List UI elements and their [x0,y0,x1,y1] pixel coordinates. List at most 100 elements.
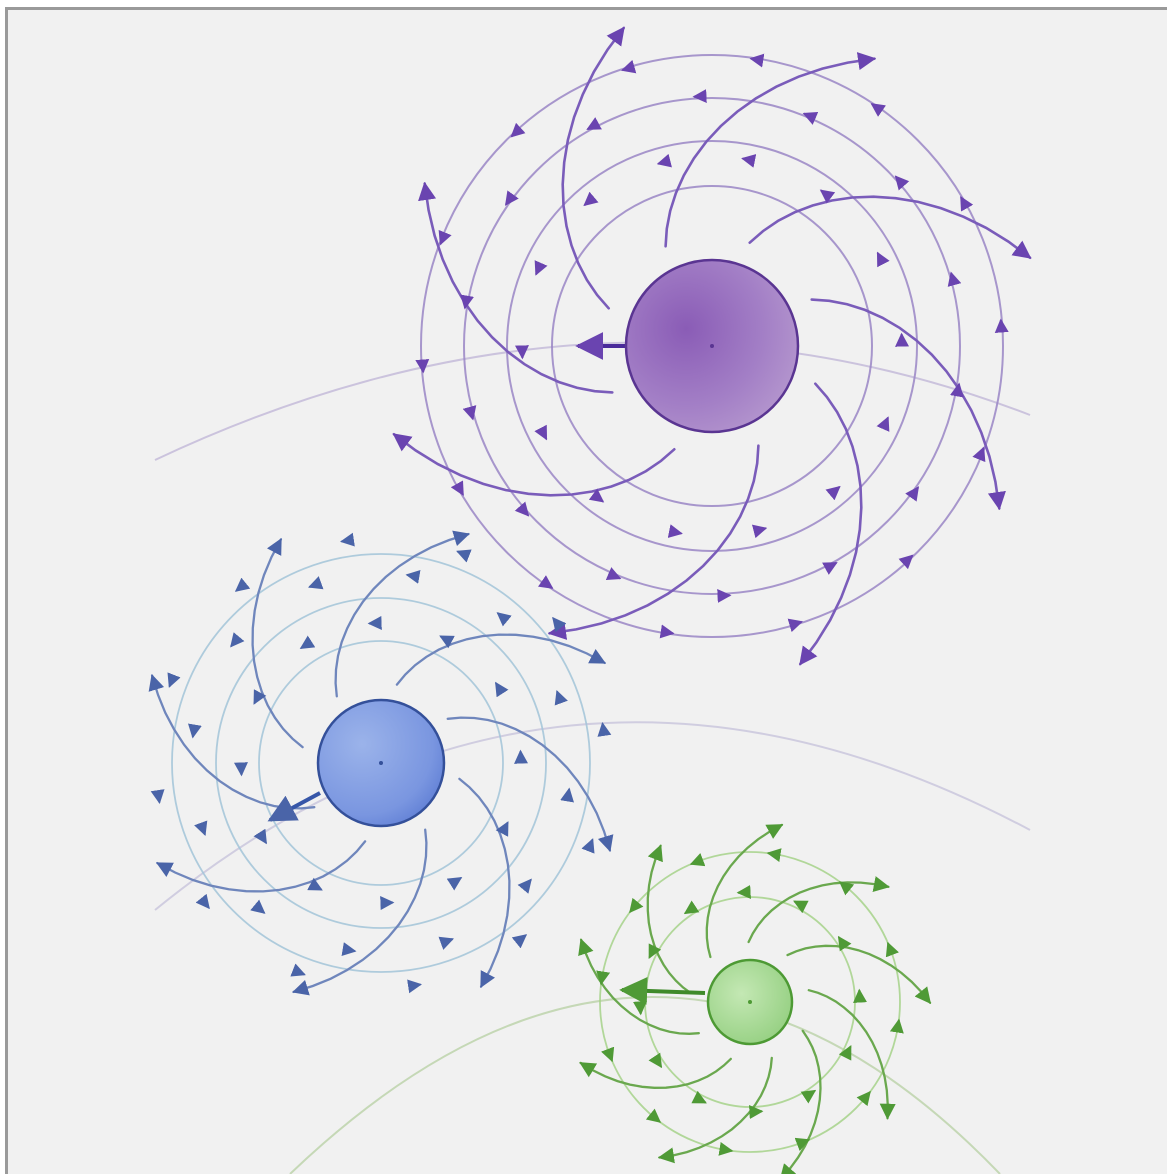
blue-circulation-arrow [250,899,266,914]
purple-circulation-arrow [749,53,765,68]
blue-velocity-arrow [267,791,321,822]
green-field-arrow [747,876,890,944]
blue-circulation-arrow [495,821,509,837]
purple-circulation-arrow [947,271,962,287]
blue-field-arrow [251,537,304,749]
purple-circulation-arrow [460,294,474,310]
blue-circulation-arrow [405,570,421,584]
purple-circulation-arrow [876,416,890,432]
blue-circulation-arrow [552,616,567,633]
purple-field-arrow [547,444,760,640]
green-circulation-arrow [629,897,644,914]
purple-circulation-arrow [583,191,599,207]
purple-circulation-arrow [822,561,838,575]
green-circulation-arrow [885,941,899,958]
blue-center-dot [379,761,383,765]
green-circulation-arrow [645,1108,662,1123]
purple-circulation-arrow [802,112,819,125]
purple-field-arrow [561,26,625,310]
blue-circulation-arrow [597,722,612,737]
purple-circulation-arrow [450,480,464,497]
blue-circulation-arrow [511,934,528,949]
purple-circulation-arrow [462,405,477,421]
purple-circulation-arrow [588,488,605,503]
blue-ring [171,553,591,973]
green-field-arrow [578,938,700,1035]
blue-circulation-arrow [517,878,532,894]
blue-circulation-arrow [380,896,395,911]
blue-circulation-arrow [340,532,355,547]
purple-circulation-arrow [514,501,530,517]
green-circulation-arrow [766,848,782,863]
purple-field-arrow [664,52,877,248]
green-field-arrow [779,1029,822,1174]
blue-circulation-arrow [253,689,267,705]
orbit-path-green [289,996,1001,1174]
green-circulation-arrow [749,1105,764,1120]
green-circulation-arrow [736,884,751,899]
blue-vortex-system [148,530,614,996]
purple-circulation-arrow [534,424,548,441]
blue-circulation-arrow [195,893,210,910]
green-circulation-arrow [648,1052,663,1069]
purple-circulation-arrow [534,260,548,276]
purple-circulation-arrow [586,117,602,131]
blue-circulation-arrow [233,762,248,777]
purple-field-arrow [748,195,1032,259]
blue-circulation-arrow [407,979,422,994]
blue-circulation-arrow [446,876,463,891]
purple-circulation-arrow [972,446,986,463]
green-circulation-arrow [601,1046,615,1063]
blue-circulation-arrow [456,549,472,563]
blue-circulation-arrow [581,838,595,854]
green-circulation-arrow [838,881,855,896]
blue-field-arrow [395,633,607,686]
blue-circulation-arrow [253,828,268,845]
green-velocity-arrow [619,976,706,1005]
blue-circulation-arrow [439,635,455,649]
blue-ring [215,597,547,929]
green-field-arrow [807,989,896,1120]
blue-circulation-arrow [234,577,251,592]
blue-field-arrow [148,674,316,810]
purple-field-arrow [392,433,676,497]
purple-circulation-arrow [751,524,768,539]
purple-circulation-arrow [894,175,910,191]
blue-circulation-arrow [150,789,165,804]
purple-circulation-arrow [656,153,673,168]
purple-circulation-arrow [994,318,1009,333]
purple-circulation-arrow [960,195,974,212]
blue-circulation-arrow [307,877,323,891]
blue-circulation-arrow [188,723,202,739]
green-field-arrow [646,844,692,995]
blue-field-arrow [334,530,470,698]
blue-circulation-arrow [560,787,574,803]
purple-circulation-arrow [667,524,683,538]
purple-circulation-arrow [438,229,452,246]
blue-circulation-arrow [494,681,509,698]
green-field-arrow [705,823,784,959]
purple-circulation-arrow [950,382,964,398]
purple-field-arrow [799,382,863,666]
green-circulation-arrow [838,1045,852,1061]
purple-center-dot [710,344,714,348]
blue-circulation-arrow [299,635,316,650]
purple-vortex-system [392,26,1032,666]
green-circulation-arrow [632,1001,647,1016]
green-field-arrow [657,1056,773,1164]
blue-circulation-arrow [167,672,181,688]
green-circulation-arrow [889,1018,904,1034]
blue-circulation-arrow [367,615,382,630]
blue-circulation-arrow [307,576,324,590]
green-circulation-arrow [648,943,662,959]
orbit-path-blue [154,721,1031,911]
purple-circulation-arrow [876,251,890,268]
blue-field-arrow [458,777,511,989]
purple-circulation-arrow [415,359,430,374]
green-circulation-arrow [837,935,852,952]
green-circulation-arrow [800,1089,817,1104]
purple-circulation-arrow [787,618,804,633]
blue-circulation-arrow [514,749,529,764]
purple-circulation-arrow [659,624,675,639]
green-circulation-arrow [856,1090,871,1107]
